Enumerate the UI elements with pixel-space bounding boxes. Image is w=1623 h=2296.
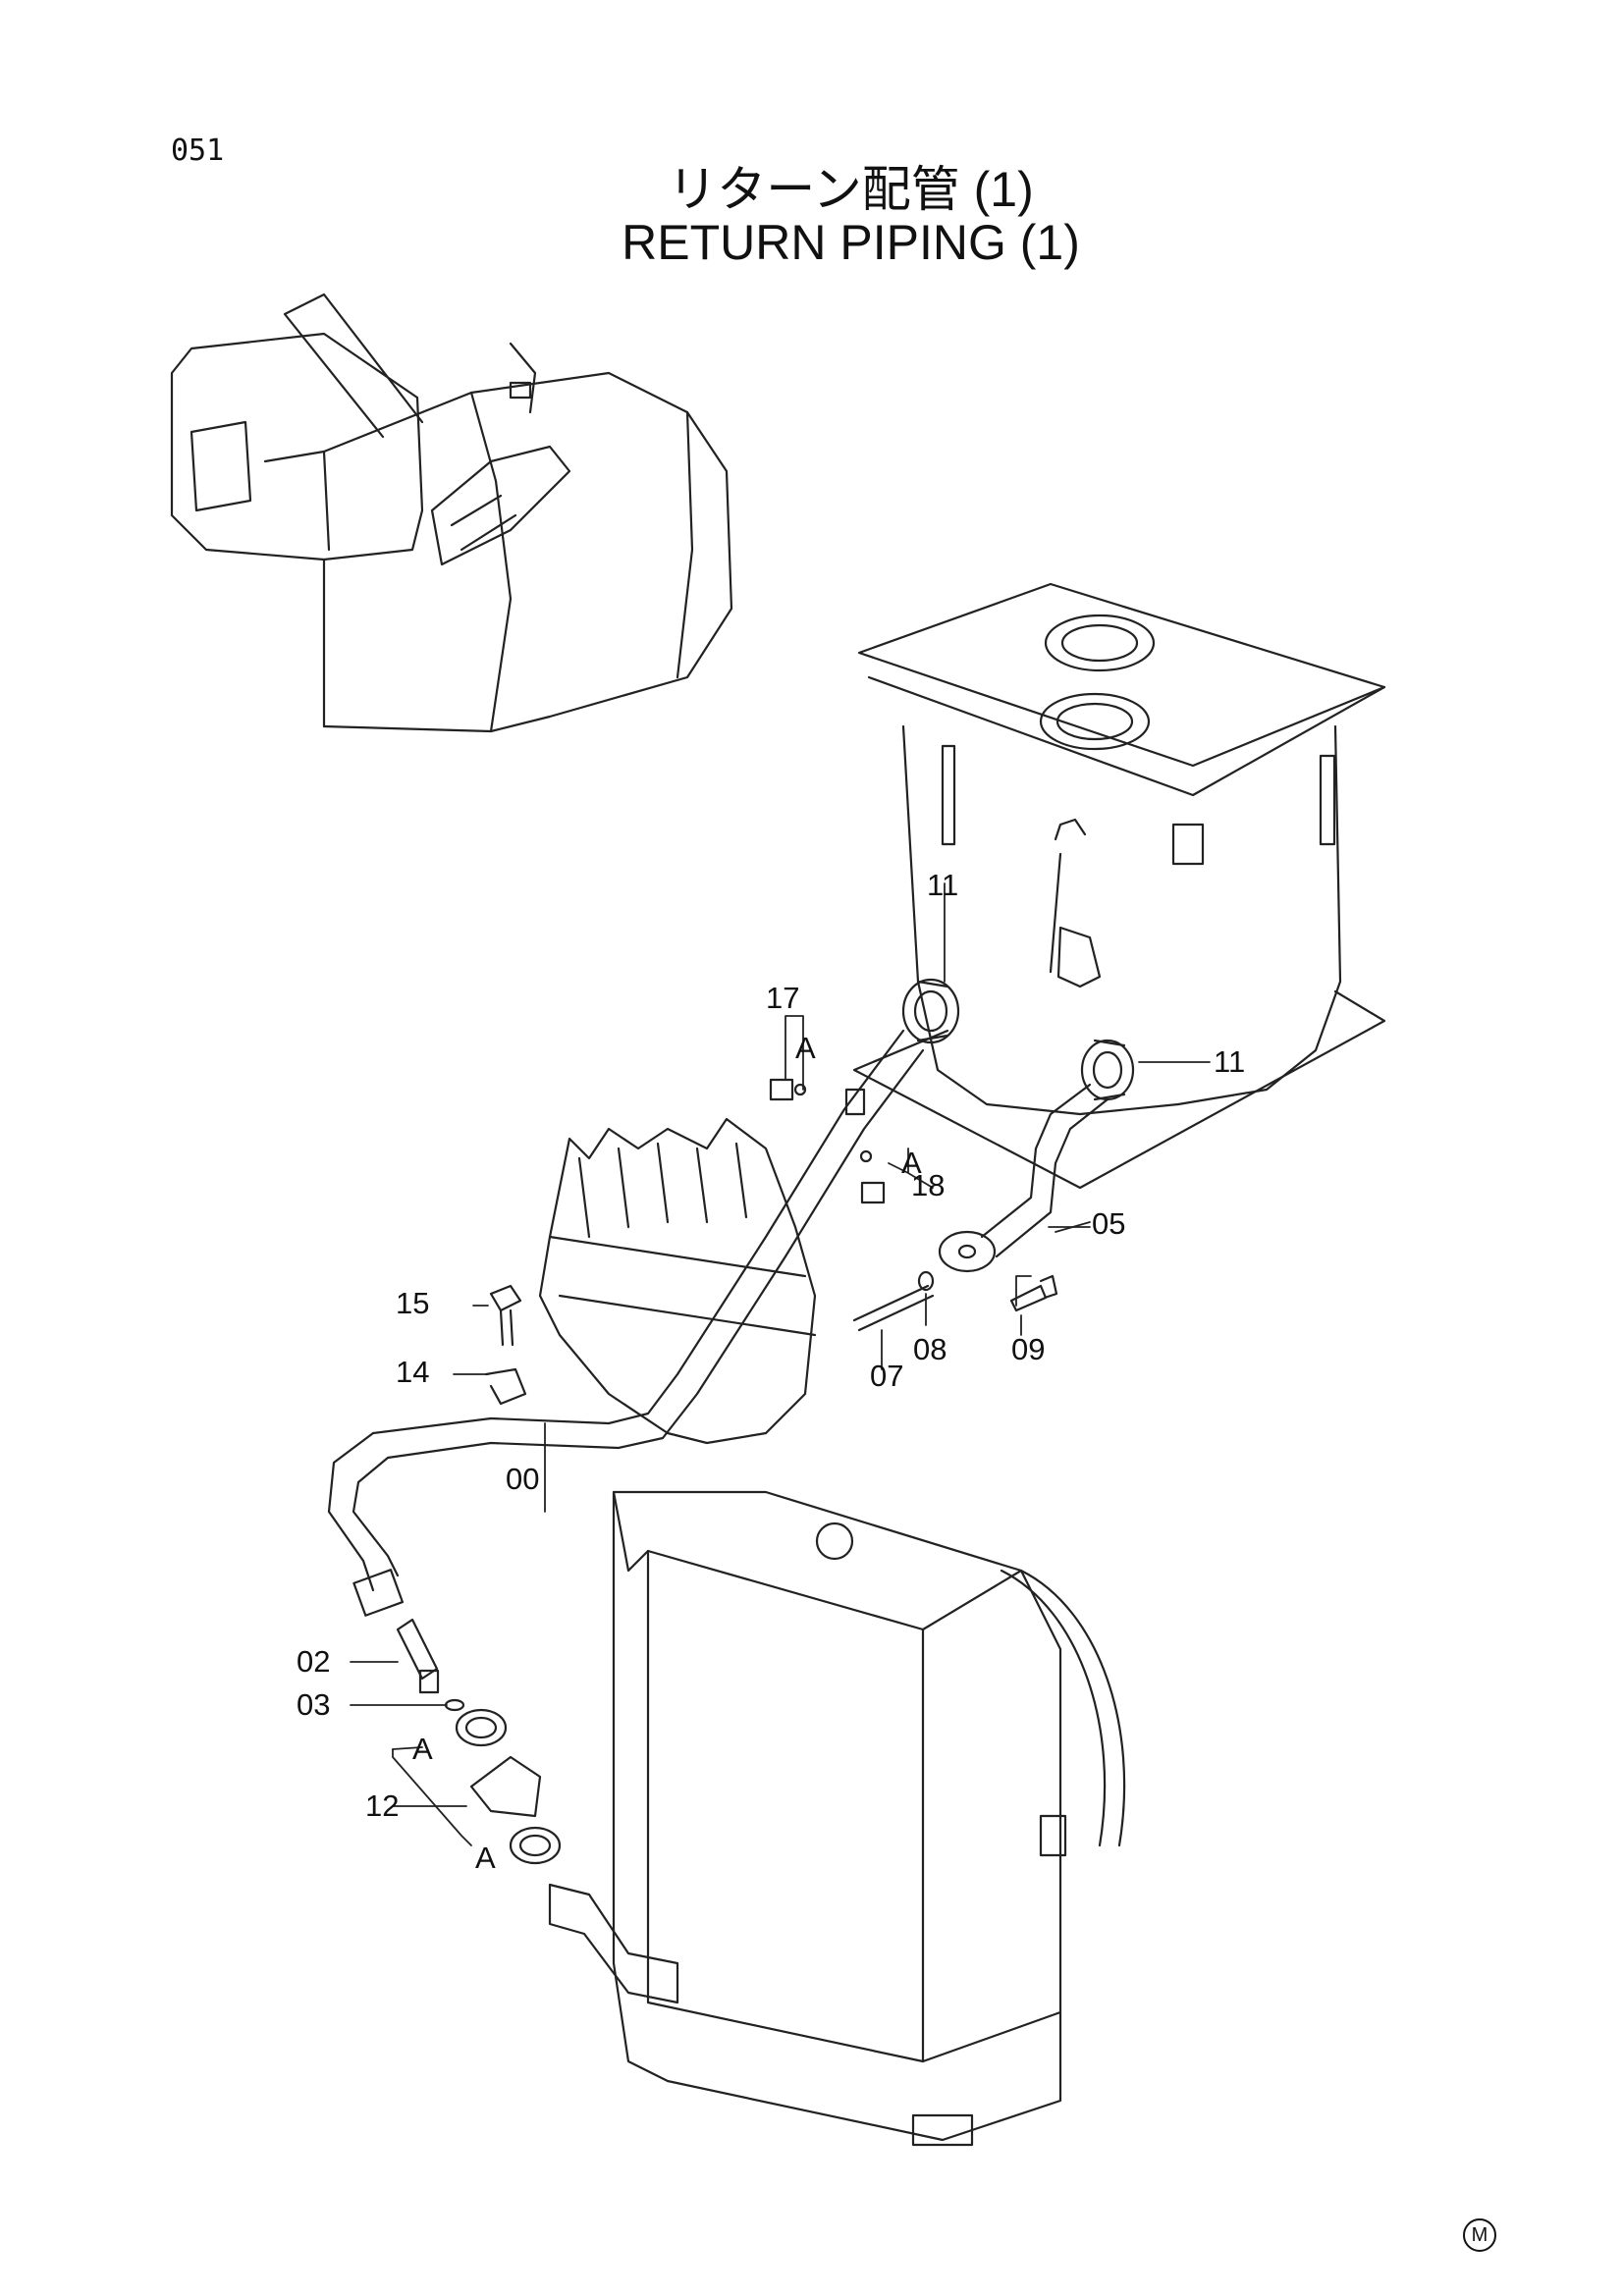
hose-clamp-upper [901, 978, 960, 1044]
callout-08: 08 [913, 1332, 947, 1366]
bolt-15 [489, 1284, 522, 1347]
callout-03: 03 [297, 1687, 330, 1722]
callout-18: 18 [911, 1168, 945, 1202]
hose-clamp-right [1080, 1039, 1135, 1101]
page-title-english: RETURN PIPING (1) [622, 215, 1080, 270]
callout-a-middle: A [901, 1146, 922, 1180]
callout-07: 07 [870, 1359, 903, 1393]
bolt-09 [1009, 1274, 1058, 1312]
page-title-japanese: リターン配管 (1) [668, 162, 1034, 217]
control-valve-drawing [538, 1117, 817, 1445]
joint-12 [455, 1708, 562, 1865]
callout-00: 00 [506, 1462, 539, 1496]
radiator-drawing [548, 1490, 1126, 2147]
callout-11-right: 11 [1214, 1044, 1245, 1079]
oring-03 [444, 1698, 465, 1712]
corner-mark: M [1463, 2218, 1496, 2252]
callout-12: 12 [365, 1789, 399, 1823]
callout-05: 05 [1092, 1206, 1125, 1241]
callout-15: 15 [396, 1286, 429, 1320]
oring-08 [917, 1270, 935, 1292]
page-number: 051 [171, 133, 225, 168]
callout-a-lower-2: A [475, 1841, 496, 1875]
leader-lines [350, 882, 1211, 1846]
hydraulic-tank-drawing [852, 582, 1386, 1190]
adapter-02 [396, 1618, 440, 1694]
callout-17: 17 [766, 981, 799, 1015]
callout-11-upper: 11 [927, 868, 958, 902]
return-pipe-00 [327, 1029, 925, 1617]
callout-14: 14 [396, 1355, 429, 1389]
clip-14 [484, 1367, 527, 1406]
plug-17 [769, 1078, 807, 1101]
excavator-overview-drawing [170, 293, 733, 733]
callout-a-lower-1: A [412, 1732, 433, 1766]
callout-a-upper: A [795, 1031, 816, 1065]
return-pipe-05 [938, 1083, 1109, 1273]
plug-18 [844, 1088, 886, 1204]
bolt-07 [852, 1284, 935, 1332]
callout-02: 02 [297, 1644, 330, 1679]
callout-09: 09 [1011, 1332, 1045, 1366]
